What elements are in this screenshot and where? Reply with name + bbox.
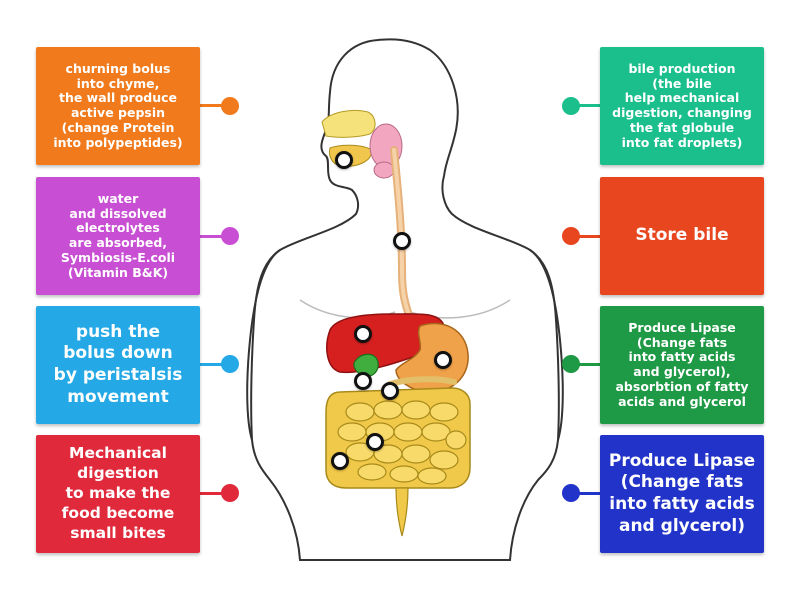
connector-dot-right-2: [562, 227, 580, 245]
nasal-cavity: [321, 109, 376, 138]
pin-stomach[interactable]: [434, 351, 452, 369]
label-card-left-3[interactable]: push the bolus down by peristalsis movem…: [36, 306, 200, 424]
connector-line-right-2: [572, 235, 600, 238]
label-text-right-1: bile production (the bile help mechanica…: [612, 60, 752, 150]
left-arm-outline: [246, 249, 281, 441]
label-text-right-3: Produce Lipase (Change fats into fatty a…: [615, 319, 749, 409]
connector-dot-right-3: [562, 355, 580, 373]
label-card-left-2[interactable]: water and dissolved electrolytes are abs…: [36, 177, 200, 295]
label-text-right-4: Produce Lipase (Change fats into fatty a…: [608, 450, 756, 536]
pin-liver[interactable]: [354, 325, 372, 343]
connector-line-left-2: [200, 235, 228, 238]
connector-line-right-1: [572, 104, 600, 107]
connector-line-left-4: [200, 492, 228, 495]
rectum: [395, 487, 409, 537]
connector-line-right-4: [572, 492, 600, 495]
pin-mouth[interactable]: [335, 151, 353, 169]
connector-dot-left-1: [221, 97, 239, 115]
label-card-right-4[interactable]: Produce Lipase (Change fats into fatty a…: [600, 435, 764, 553]
label-text-right-2: Store bile: [635, 225, 729, 246]
connector-dot-right-4: [562, 484, 580, 502]
pin-large-intestine[interactable]: [331, 452, 349, 470]
connector-dot-left-2: [221, 227, 239, 245]
label-text-left-4: Mechanical digestion to make the food be…: [61, 444, 175, 542]
label-text-left-2: water and dissolved electrolytes are abs…: [60, 190, 176, 280]
connector-dot-right-1: [562, 97, 580, 115]
pin-esophagus[interactable]: [393, 232, 411, 250]
connector-line-right-3: [572, 363, 600, 366]
label-text-left-1: churning bolus into chyme, the wall prod…: [53, 60, 183, 150]
pin-small-intestine[interactable]: [366, 433, 384, 451]
connector-line-left-3: [200, 363, 228, 366]
right-arm-outline: [529, 249, 564, 441]
pin-gallbladder[interactable]: [354, 372, 372, 390]
connector-dot-left-4: [221, 484, 239, 502]
label-card-left-1[interactable]: churning bolus into chyme, the wall prod…: [36, 47, 200, 165]
label-text-left-3: push the bolus down by peristalsis movem…: [53, 321, 183, 407]
label-card-right-3[interactable]: Produce Lipase (Change fats into fatty a…: [600, 306, 764, 424]
connector-line-left-1: [200, 104, 228, 107]
pin-pancreas[interactable]: [381, 382, 399, 400]
connector-dot-left-3: [221, 355, 239, 373]
label-card-right-1[interactable]: bile production (the bile help mechanica…: [600, 47, 764, 165]
label-card-left-4[interactable]: Mechanical digestion to make the food be…: [36, 435, 200, 553]
label-card-right-2[interactable]: Store bile: [600, 177, 764, 295]
gallbladder: [353, 353, 379, 377]
stomach: [395, 322, 469, 393]
